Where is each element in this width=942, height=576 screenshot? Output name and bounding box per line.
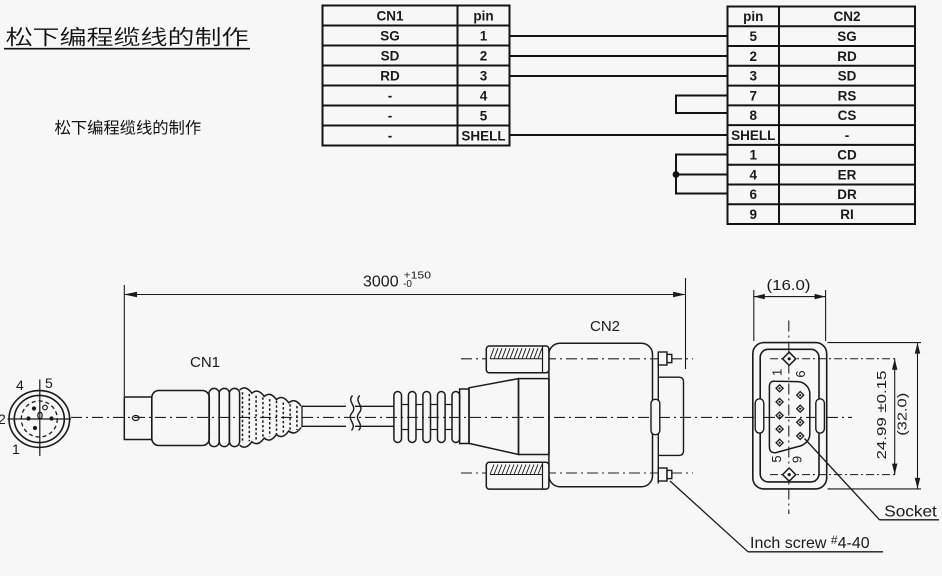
svg-text:9: 9	[749, 207, 757, 222]
svg-text:RD: RD	[837, 49, 857, 64]
svg-text:1: 1	[749, 148, 757, 163]
svg-text:2: 2	[749, 49, 757, 64]
svg-text:5: 5	[480, 108, 488, 123]
svg-text:CN1: CN1	[376, 8, 403, 23]
svg-text:SG: SG	[380, 28, 400, 43]
svg-text:CN1: CN1	[190, 354, 220, 371]
svg-text:-: -	[845, 128, 850, 143]
svg-text:SD: SD	[381, 48, 400, 63]
svg-text:CN2: CN2	[590, 318, 620, 335]
svg-text:RS: RS	[838, 88, 857, 103]
svg-text:RI: RI	[840, 207, 854, 222]
svg-text:8: 8	[749, 108, 757, 123]
svg-text:(16.0): (16.0)	[767, 278, 811, 294]
svg-text:5: 5	[769, 455, 784, 462]
svg-text:ER: ER	[838, 167, 857, 182]
svg-text:3000: 3000	[363, 274, 399, 291]
svg-text:4: 4	[480, 88, 488, 103]
svg-text:(32.0): (32.0)	[896, 393, 910, 436]
svg-text:3: 3	[480, 68, 488, 83]
svg-text:RD: RD	[380, 68, 400, 83]
svg-text:5: 5	[749, 29, 757, 44]
svg-text:Socket: Socket	[884, 504, 937, 521]
svg-text:7: 7	[749, 88, 757, 103]
svg-text:6: 6	[749, 187, 757, 202]
svg-text:2: 2	[0, 411, 6, 427]
svg-text:-: -	[388, 108, 393, 123]
svg-text:SHELL: SHELL	[731, 128, 775, 143]
svg-text:Inch screw #4-40: Inch screw #4-40	[750, 533, 870, 552]
svg-text:SG: SG	[837, 29, 857, 44]
svg-text:SHELL: SHELL	[461, 128, 505, 143]
svg-text:3: 3	[749, 69, 757, 84]
svg-text:4: 4	[16, 377, 24, 393]
svg-text:5: 5	[45, 375, 53, 391]
svg-text:-: -	[388, 128, 393, 143]
svg-text:DR: DR	[837, 187, 857, 202]
svg-text:9: 9	[790, 456, 805, 463]
svg-text:-0: -0	[403, 279, 412, 290]
svg-text:CS: CS	[838, 108, 857, 123]
svg-text:1: 1	[12, 441, 20, 457]
svg-text:CD: CD	[837, 148, 857, 163]
svg-text:2: 2	[480, 48, 488, 63]
svg-text:1: 1	[480, 28, 488, 43]
svg-text:24.99 ±0.15: 24.99 ±0.15	[875, 370, 889, 459]
svg-text:pin: pin	[743, 9, 763, 24]
svg-text:1: 1	[770, 369, 785, 376]
svg-text:-: -	[388, 88, 393, 103]
svg-text:+150: +150	[404, 270, 432, 282]
svg-text:SD: SD	[838, 69, 857, 84]
svg-text:6: 6	[793, 370, 808, 377]
svg-text:CN2: CN2	[833, 9, 860, 24]
svg-text:4: 4	[749, 167, 757, 182]
svg-text:pin: pin	[473, 8, 493, 23]
